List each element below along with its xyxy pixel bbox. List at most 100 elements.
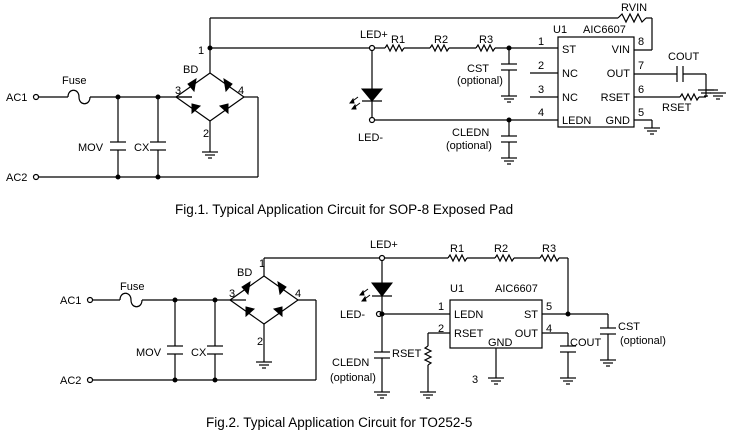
fig1-fuse [67,89,91,105]
fig1-pin-name: NC [562,68,578,80]
fig2-bd-label: BD [237,267,252,279]
fig1-rvin-label: RVIN [621,2,647,14]
fig1-bd-node2: 2 [203,128,209,140]
fig1-circuit: AC1 AC2 Fuse MOV CX BD 1 [6,2,727,184]
fig1-u1-label: U1 [553,24,567,36]
fig2-r3-label: R3 [542,243,556,255]
fig1-caption: Fig.1. Typical Application Circuit for S… [175,202,513,217]
fig2-cst-label: CST [618,321,640,333]
fig1-mov-label: MOV [78,142,104,154]
fig1-ac2-label: AC2 [6,172,27,184]
fig1-pin-num: 2 [538,60,544,72]
fig1-pin-num: 3 [538,84,544,96]
fig2-ground-icon [373,391,391,399]
fig1-r1 [384,43,405,53]
fig1-pin-num: 5 [638,107,644,119]
fig1-r3-label: R3 [479,34,493,46]
fig1-pin-name: LEDN [562,115,591,127]
fig1-led-plus-terminal [368,44,376,52]
fig2-fuse-label: Fuse [120,281,144,293]
fig1-pin-num: 4 [538,107,544,119]
fig1-r1-label: R1 [391,34,405,46]
fig1-pin-name: ST [562,44,576,56]
fig2-ground-icon [599,359,617,367]
fig1-pin-name: RSET [601,92,631,104]
fig2-rset [423,345,433,366]
fig2-node [212,377,218,383]
fig2-pin-num: 4 [546,323,552,335]
fig1-led-diode [360,88,384,102]
fig1-pin-name: OUT [607,68,631,80]
fig1-cst-label: CST [467,63,489,75]
fig2-r1-label: R1 [450,243,464,255]
fig2-bd-node1: 1 [259,258,265,270]
fig2-r2-label: R2 [494,243,508,255]
fig1-r3 [475,43,496,53]
fig2-cout-label: COUT [570,337,601,349]
fig1-ic-u1 [557,36,635,128]
fig1-ac2-terminal [32,173,40,181]
fig1-ground-icon [201,151,219,159]
fig2-ground-icon [419,391,437,399]
fig2-r2 [494,253,515,263]
fig2-pin-name: GND [488,337,513,349]
fig2-pin-name: ST [524,309,538,321]
fig2-r1 [447,253,468,263]
fig2-led-diode [370,282,394,297]
fig1-ac1-terminal [32,93,40,101]
fig2-bd-node4: 4 [295,288,301,300]
fig2-caption: Fig.2. Typical Application Circuit for T… [206,415,472,430]
fig1-node [115,94,121,100]
fig2-r3 [539,253,560,263]
fig2-ac2-terminal [86,376,94,384]
fig1-pin-name: VIN [612,44,630,56]
fig1-pin-num: 8 [638,36,644,48]
fig1-r2 [429,43,450,53]
fig2-bd-node3: 3 [229,288,235,300]
fig2-cst-optional: (optional) [620,335,666,347]
fig2-mov-label: MOV [136,347,162,359]
fig2-pin-num: 1 [438,301,444,313]
fig1-pin-num: 1 [538,36,544,48]
fig2-chip-label: AIC6607 [495,283,538,295]
fig1-bd-label: BD [183,64,198,76]
fig1-r2-label: R2 [434,34,448,46]
fig1-bridge-rectifier [174,72,246,122]
fig1-pin-num: 6 [638,84,644,96]
fig2-ac1-terminal [86,296,94,304]
fig2-ground-icon [487,377,505,385]
fig1-cx-label: CX [134,142,150,154]
fig1-bd-node3: 3 [175,85,181,97]
fig2-led-plus-terminal [378,254,386,262]
fig2-u1-label: U1 [450,283,464,295]
fig1-pin-num: 7 [638,60,644,72]
fig2-bd-node2: 2 [257,336,263,348]
fig1-pin-name: NC [562,92,578,104]
fig1-ground-icon [500,157,518,165]
fig2-cx-label: CX [191,347,207,359]
fig2-pin-num: 3 [472,374,478,386]
fig2-led-minus-label: LED- [340,309,365,321]
fig1-cledn-optional: (optional) [446,140,492,152]
fig2-node [212,297,218,303]
fig1-cledn-label: CLEDN [452,127,489,139]
fig1-bd-node1: 1 [198,45,204,57]
fig1-ground-icon [500,95,518,103]
fig2-cledn-label: CLEDN [332,357,369,369]
fig2-ac2-label: AC2 [60,375,81,387]
fig2-node [172,297,178,303]
fig2-pin-num: 5 [546,301,552,313]
fig2-ac1-label: AC1 [60,295,81,307]
fig2-ground-icon [255,361,273,369]
fig1-node [155,94,161,100]
fig2-ground-icon [559,377,577,385]
fig1-fuse-label: Fuse [62,75,86,87]
fig1-pin-name: GND [606,115,631,127]
fig2-node [565,311,571,317]
fig1-ground-icon [709,92,727,100]
fig1-chip-label: AIC6607 [583,24,626,36]
fig2-fuse [119,292,143,308]
fig1-node [155,174,161,180]
